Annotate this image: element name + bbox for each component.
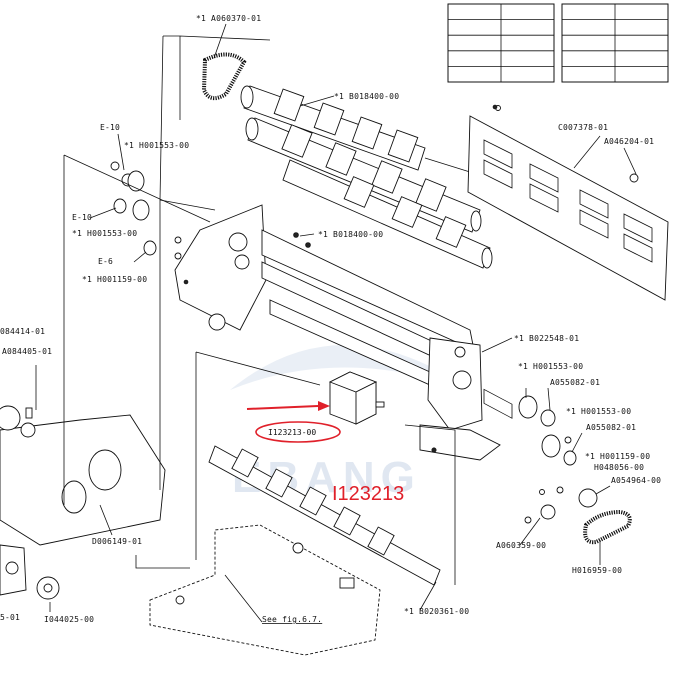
roller-lower-top <box>282 159 493 269</box>
roller-lower <box>208 445 441 586</box>
bearing-group-left <box>110 161 182 260</box>
label-h001553-a: *1 H001553-00 <box>124 141 189 150</box>
label-h048056: H048056-00 <box>594 463 644 472</box>
label-a084414: 084414-01 <box>0 327 45 336</box>
label-e10-mid: E-10 <box>72 213 92 222</box>
main-frame <box>174 204 501 461</box>
label-d006149: D006149-01 <box>92 537 142 546</box>
label-h001553-b: *1 H001553-00 <box>72 229 137 238</box>
label-5-01: 5-01 <box>0 613 20 622</box>
side-plate <box>467 105 669 419</box>
label-a055082-b: A055082-01 <box>586 423 636 432</box>
label-b022548: *1 B022548-01 <box>514 334 579 343</box>
label-a046204: A046204-01 <box>604 137 654 146</box>
label-b018400-mid: *1 B018400-00 <box>318 230 383 239</box>
label-see-fig: See fig.6.7. <box>262 615 322 624</box>
label-a060359: A060359-00 <box>496 541 546 550</box>
right-bearings <box>518 395 632 545</box>
motor-callout-circle <box>255 421 341 443</box>
label-i044025: I044025-00 <box>44 615 94 624</box>
motor-part-number-red: I123213 <box>332 483 404 505</box>
label-a084405: A084405-01 <box>2 347 52 356</box>
base-plate <box>149 524 381 656</box>
screws <box>183 104 498 453</box>
label-a054964: A054964-00 <box>611 476 661 485</box>
label-b020361: *1 B020361-00 <box>404 607 469 616</box>
label-h001553-d: *1 H001553-00 <box>566 407 631 416</box>
label-a055082-a: A055082-01 <box>550 378 600 387</box>
roller-upper <box>240 85 471 173</box>
label-h001159-b: *1 H001159-00 <box>585 452 650 461</box>
label-e6: E-6 <box>98 257 113 266</box>
label-h001159-a: *1 H001159-00 <box>82 275 147 284</box>
part-labels: *1 A060370-01 *1 B018400-00 E-10 *1 H001… <box>0 14 661 624</box>
label-e10-top: E-10 <box>100 123 120 132</box>
stepper-motor <box>328 371 385 425</box>
timing-belt-top <box>201 52 247 101</box>
reference-table <box>447 3 669 83</box>
label-c007378: C007378-01 <box>558 123 608 132</box>
left-frame <box>0 405 166 600</box>
roller-middle <box>245 117 482 233</box>
motor-highlight-arrow <box>246 401 330 411</box>
label-h001553-c: *1 H001553-00 <box>518 362 583 371</box>
label-a060370: *1 A060370-01 <box>196 14 261 23</box>
motor-callout-label: I123213-00 <box>268 428 316 437</box>
label-b018400-top: *1 B018400-00 <box>334 92 399 101</box>
label-h016959: H016959-00 <box>572 566 622 575</box>
